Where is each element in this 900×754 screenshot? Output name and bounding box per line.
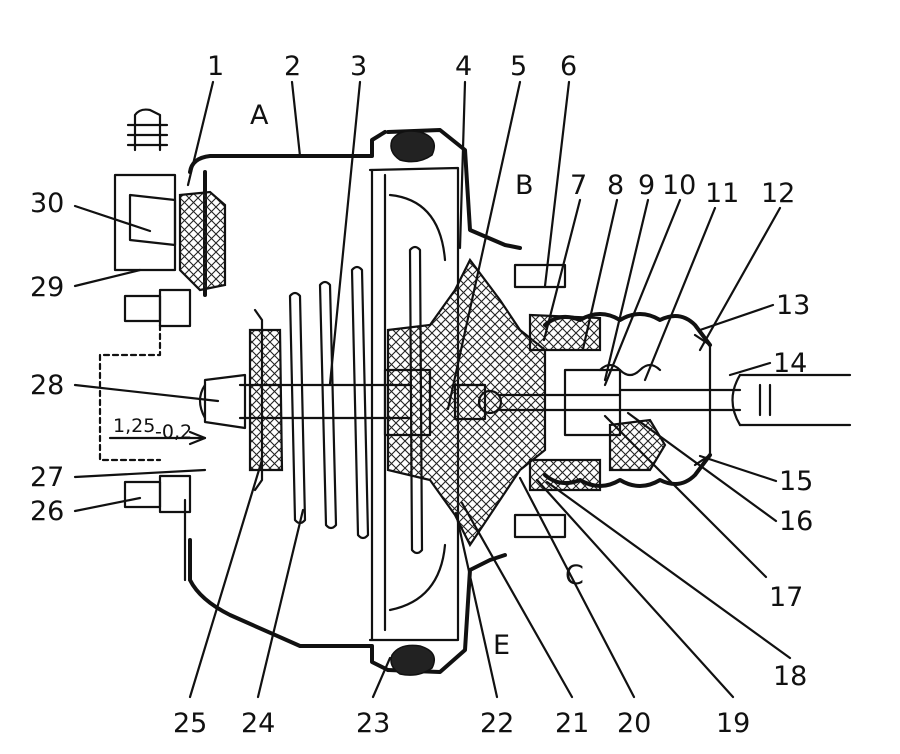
- dimension-value: 1,25: [113, 415, 155, 437]
- dimension-mark: 1,25 -0,2: [98, 323, 207, 462]
- dimension-tolerance: -0,2: [155, 421, 192, 443]
- zone-label-c: C: [565, 560, 584, 591]
- callout-27: 27: [30, 462, 64, 493]
- diaphragm-bead-bottom: [390, 644, 435, 676]
- callout-9: 9: [638, 170, 655, 201]
- callout-30: 30: [30, 188, 64, 219]
- callout-29: 29: [30, 272, 64, 303]
- zone-label-e: E: [493, 630, 510, 661]
- callout-26: 26: [30, 496, 64, 527]
- callout-21: 21: [555, 708, 589, 739]
- callout-22: 22: [480, 708, 514, 739]
- callout-15: 15: [779, 466, 813, 497]
- callout-12: 12: [761, 178, 795, 209]
- check-valve-nipple: [113, 108, 177, 272]
- callout-17: 17: [769, 582, 803, 613]
- filter-ring: [608, 418, 667, 472]
- callout-1: 1: [207, 51, 224, 82]
- callout-5: 5: [510, 51, 527, 82]
- shell-seal-left: [248, 328, 284, 472]
- leader-lines: [73, 80, 792, 699]
- callout-7: 7: [570, 170, 587, 201]
- callout-4: 4: [455, 51, 472, 82]
- piston-body: [386, 257, 547, 548]
- callout-11: 11: [705, 178, 739, 209]
- callout-14: 14: [773, 348, 807, 379]
- callout-13: 13: [776, 290, 810, 321]
- zone-label-a: A: [250, 100, 269, 131]
- callout-6: 6: [560, 51, 577, 82]
- callout-19: 19: [716, 708, 750, 739]
- callout-3: 3: [350, 51, 367, 82]
- callout-25: 25: [173, 708, 207, 739]
- push-rod-fork: [618, 373, 852, 427]
- zone-label-b: B: [515, 170, 534, 201]
- callout-23: 23: [356, 708, 390, 739]
- callout-18: 18: [773, 661, 807, 692]
- adjusting-nut: [198, 373, 247, 430]
- output-rod: [238, 368, 432, 437]
- callout-16: 16: [779, 506, 813, 537]
- callout-8: 8: [607, 170, 624, 201]
- return-spring: [253, 245, 424, 555]
- callout-10: 10: [662, 170, 696, 201]
- check-valve-body: [178, 190, 227, 292]
- callout-20: 20: [617, 708, 651, 739]
- callout-2: 2: [284, 51, 301, 82]
- callout-28: 28: [30, 370, 64, 401]
- callout-24: 24: [241, 708, 275, 739]
- diaphragm-bead-top: [390, 130, 435, 163]
